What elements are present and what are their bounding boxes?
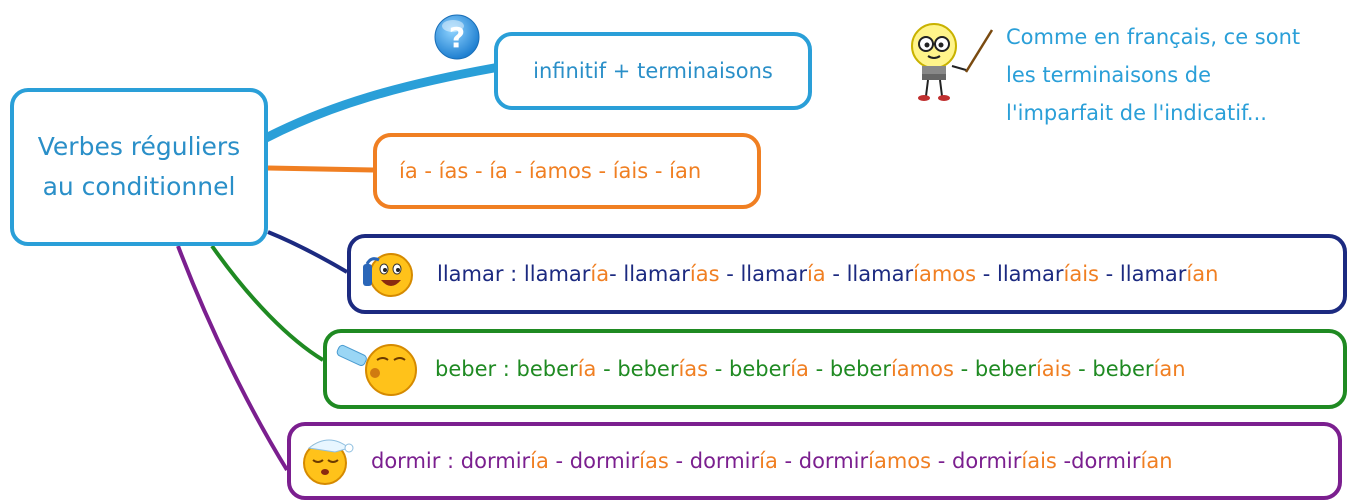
beber-part: - beber — [808, 357, 891, 381]
beber-part: - beber — [953, 357, 1036, 381]
dormir-part: - dormir — [668, 449, 760, 473]
connector-llamar — [267, 230, 349, 274]
dormir-ending: ía — [530, 449, 549, 473]
llamar-part: - llamar — [825, 262, 914, 286]
infinitif-node: infinitif + terminaisons — [494, 32, 812, 110]
beber-ending: ía — [790, 357, 809, 381]
llamar-part: - llamar — [1098, 262, 1187, 286]
note-line: Comme en français, ce sont — [1006, 25, 1301, 49]
beber-part: - beber — [1071, 357, 1154, 381]
llamar-part: - llamar — [719, 262, 807, 286]
beber-ending: ía — [577, 357, 597, 381]
dormir-node: dormir : dormiría - dormirías - dormiría… — [287, 422, 1342, 500]
connector-beber — [210, 244, 325, 362]
teacher-note: Comme en français, ce sont les terminais… — [1006, 18, 1356, 132]
dormir-ending: íamos — [868, 449, 932, 473]
endings-node: ía - ías - ía - íamos - íais - ían — [373, 133, 761, 209]
dormir-part: dormir : dormir — [371, 449, 531, 473]
llamar-ending: íais — [1063, 262, 1099, 286]
dormir-ending: ían — [1140, 449, 1173, 473]
note-line: l'imparfait de l'indicatif... — [1006, 101, 1267, 125]
dormir-part: - dormir — [548, 449, 640, 473]
lightbulb-teacher-icon — [911, 23, 994, 101]
connector-dormir — [176, 245, 289, 472]
llamar-ending: ías — [689, 262, 720, 286]
dormir-ending: ía — [759, 449, 778, 473]
llamar-conjugation: llamar : llamaría- llamarías - llamaría … — [437, 262, 1218, 286]
connector-endings — [267, 165, 374, 173]
llamar-part: llamar : llamar — [437, 262, 591, 286]
question-icon[interactable]: ? — [432, 12, 482, 62]
note-line: les terminaisons de — [1006, 63, 1212, 87]
llamar-ending: íamos — [913, 262, 977, 286]
dormir-ending: íais — [1021, 449, 1057, 473]
dormir-part: - dormir — [777, 449, 869, 473]
beber-part: - beber — [596, 357, 679, 381]
central-node: Verbes réguliers au conditionnel — [10, 88, 268, 246]
beber-part: beber : beber — [435, 357, 578, 381]
svg-text:?: ? — [449, 21, 465, 54]
connector-infinitif — [261, 63, 499, 143]
phone-smiley-icon — [363, 253, 413, 297]
dormir-ending: ías — [639, 449, 669, 473]
drinking-smiley-icon — [336, 344, 417, 396]
llamar-ending: ían — [1186, 262, 1219, 286]
llamar-ending: ía — [806, 262, 826, 286]
endings-label: ía - ías - ía - íamos - íais - ían — [399, 159, 702, 183]
beber-ending: ían — [1153, 357, 1186, 381]
beber-node: beber : bebería - beberías - bebería - b… — [323, 329, 1347, 409]
beber-ending: íamos — [890, 357, 954, 381]
dormir-part: -dormir — [1056, 449, 1141, 473]
llamar-ending: ía — [590, 262, 610, 286]
llamar-part: - llamar — [976, 262, 1064, 286]
dormir-part: - dormir — [931, 449, 1022, 473]
infinitif-label: infinitif + terminaisons — [533, 59, 773, 83]
sleeping-smiley-icon — [303, 439, 354, 485]
beber-ending: ías — [678, 357, 709, 381]
central-title-line2: au conditionnel — [42, 172, 236, 201]
central-title-line1: Verbes réguliers — [37, 132, 241, 161]
llamar-node: llamar : llamaría- llamarías - llamaría … — [347, 234, 1347, 314]
llamar-part: - llamar — [609, 262, 690, 286]
beber-ending: íais — [1035, 357, 1072, 381]
beber-conjugation: beber : bebería - beberías - bebería - b… — [435, 357, 1186, 381]
beber-part: - beber — [708, 357, 791, 381]
dormir-conjugation: dormir : dormiría - dormirías - dormiría… — [371, 449, 1173, 473]
